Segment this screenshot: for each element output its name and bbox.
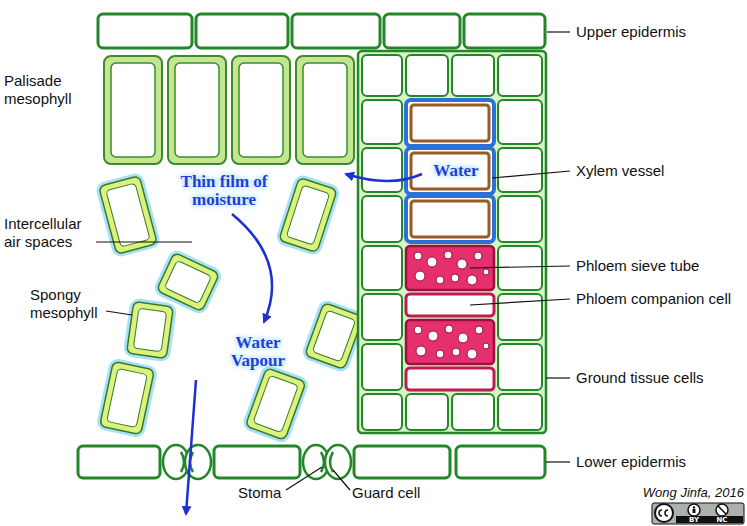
part-label-text: Spongy mesophyll — [30, 286, 110, 322]
flow-label-text: Thin film of moisture — [176, 173, 272, 209]
xylem-vessels — [406, 100, 494, 242]
credit-text-text: Wong Jinfa, 2016 — [600, 485, 744, 500]
part-label-text: Lower epidermis — [576, 453, 686, 471]
part-label: Ground tissue cells — [576, 369, 704, 387]
part-label-text: Intercellular air spaces — [4, 215, 99, 251]
part-label: Lower epidermis — [576, 453, 686, 471]
spongy-cells — [99, 176, 364, 440]
upper-epidermis — [98, 14, 545, 48]
part-label-text: Phloem companion cell — [576, 290, 731, 308]
part-label: Phloem sieve tube — [576, 257, 699, 275]
part-label: Palisade mesophyll — [4, 72, 99, 108]
badge-text: BY — [685, 516, 703, 524]
palisade-cells — [104, 56, 354, 164]
part-label-text: Xylem vessel — [576, 162, 664, 180]
part-label: Spongy mesophyll — [30, 286, 110, 322]
water-path — [186, 174, 422, 514]
leader-lines — [96, 32, 570, 490]
flow-label-text: Water — [421, 162, 491, 180]
part-label: Upper epidermis — [576, 23, 686, 41]
badge-text-text: BY — [685, 516, 703, 524]
part-label: Stoma — [238, 484, 281, 502]
flow-label: Thin film of moisture — [176, 173, 272, 209]
part-label-text: Phloem sieve tube — [576, 257, 699, 275]
flow-label-text: Water Vapour — [222, 334, 294, 370]
part-label: Intercellular air spaces — [4, 215, 99, 251]
part-label-text: Guard cell — [352, 484, 420, 502]
part-label-text: Upper epidermis — [576, 23, 686, 41]
part-label-text: Ground tissue cells — [576, 369, 704, 387]
part-label-text: Stoma — [238, 484, 281, 502]
flow-label: Water — [421, 162, 491, 180]
part-label-text: Palisade mesophyll — [4, 72, 99, 108]
badge-text: NC — [713, 516, 731, 524]
flow-label: Water Vapour — [222, 334, 294, 370]
part-label: Guard cell — [352, 484, 420, 502]
credit-text: Wong Jinfa, 2016 — [600, 485, 744, 500]
ground-tissue — [358, 51, 546, 433]
part-label: Phloem companion cell — [576, 290, 731, 308]
licence-badge — [652, 503, 744, 524]
badge-text-text: NC — [713, 516, 731, 524]
part-label: Xylem vessel — [576, 162, 664, 180]
